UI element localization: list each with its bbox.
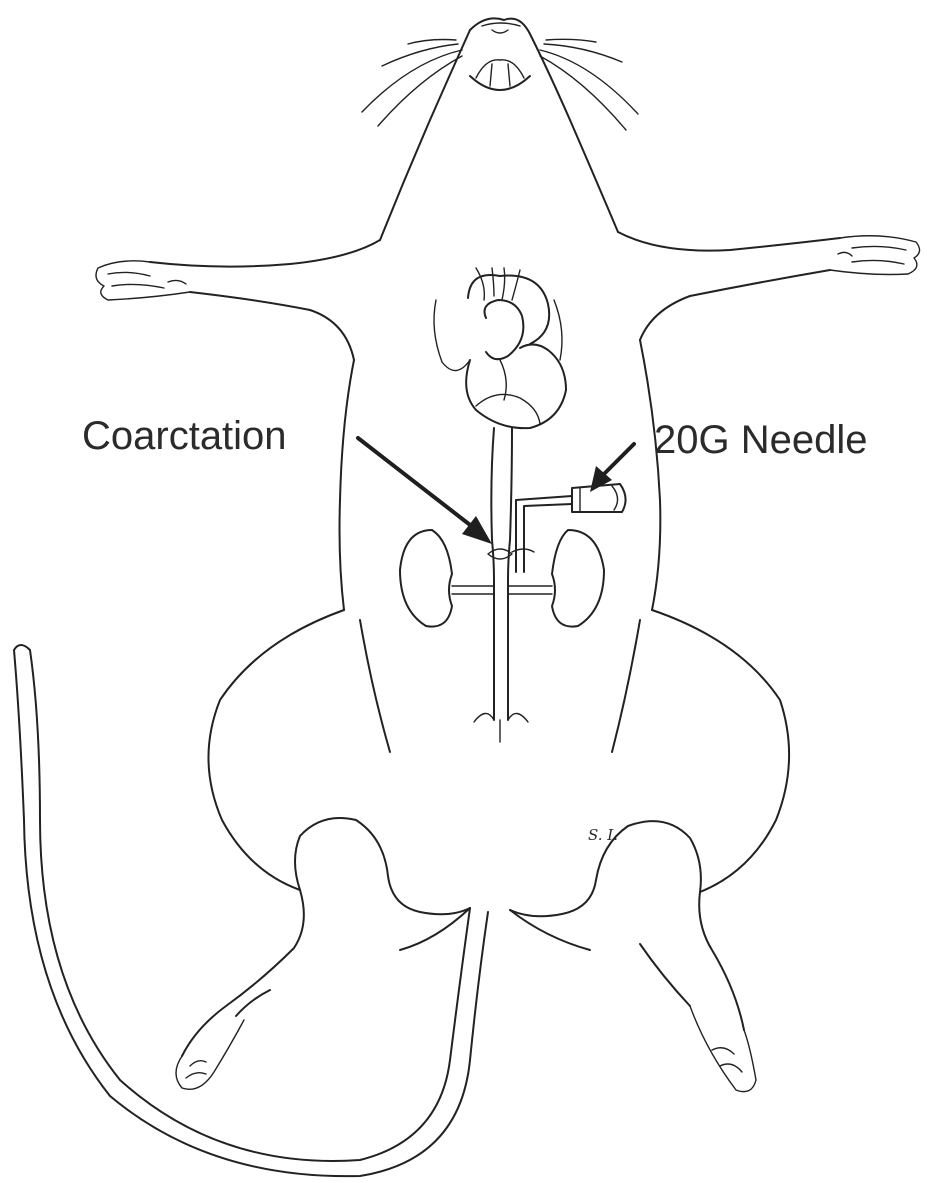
fore-paws: [96, 236, 920, 300]
ligature-knot: [488, 549, 534, 559]
left-kidney: [400, 530, 494, 627]
needle-label: 20G Needle: [654, 420, 867, 460]
hind-limbs: [176, 610, 789, 1092]
coarctation-arrow: [358, 438, 492, 544]
whiskers: [362, 39, 638, 130]
aorta: [474, 428, 528, 742]
needle: [516, 484, 626, 572]
rat-head: [380, 18, 618, 240]
right-kidney: [508, 530, 604, 627]
coarctation-label: Coarctation: [82, 416, 287, 456]
artist-signature: S. I.: [588, 826, 618, 844]
heart: [434, 268, 566, 428]
